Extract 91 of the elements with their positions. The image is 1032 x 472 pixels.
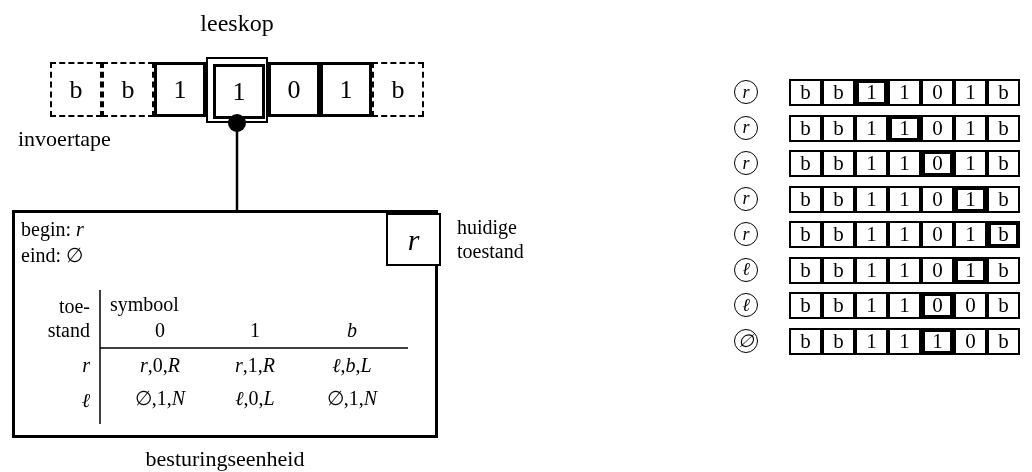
tape-cell: b [987, 185, 1020, 213]
table-entry: r,1,R [235, 353, 275, 377]
state-circle: r [734, 80, 758, 104]
tape-cell: b [789, 256, 822, 284]
tape-cell: 1 [954, 256, 987, 284]
tape-cell: b [987, 256, 1020, 284]
tape-cell: 1 [888, 256, 921, 284]
tape-cell: 1 [888, 185, 921, 213]
table-entry: ∅,1,N [134, 386, 186, 410]
tape-cell: 1 [888, 292, 921, 319]
tape-cell: 1 [855, 327, 888, 355]
state-circle: ∅ [734, 328, 758, 353]
tape-cell: b [789, 114, 822, 142]
tape-cell: b [822, 185, 855, 213]
tape-cell: 0 [921, 256, 954, 284]
tape-cell: b [372, 62, 424, 117]
tape-cell: 0 [268, 62, 320, 117]
tape-cell: b [987, 79, 1020, 106]
tape-cell: b [822, 327, 855, 355]
tape-cell: b [987, 221, 1020, 248]
tape-cell: 1 [888, 114, 921, 142]
tape-cell: 1 [954, 185, 987, 213]
state-circle: r [734, 186, 758, 211]
tape-cell: 1 [954, 114, 987, 142]
tape-cell: 1 [154, 62, 206, 117]
tape-cell: b [987, 150, 1020, 177]
tape-cell: 1 [888, 327, 921, 355]
state-circle: ℓ [734, 293, 758, 317]
state-circle: r [734, 222, 758, 246]
tape-cell: 1 [855, 256, 888, 284]
tape-cell: 1 [954, 221, 987, 248]
tape-cell: 1 [888, 79, 921, 106]
tape-cell: 1 [855, 79, 888, 106]
tape-cell: b [822, 256, 855, 284]
tape-cell: 1 [888, 221, 921, 248]
tape-cell: 0 [954, 292, 987, 319]
tape-cell: b [822, 114, 855, 142]
tape-cell: b [102, 62, 154, 117]
tape-cell: b [987, 327, 1020, 355]
tape-cell: 1 [855, 150, 888, 177]
tape-cell: 0 [921, 221, 954, 248]
tape-cell: b [789, 150, 822, 177]
table-header: 0 [155, 318, 165, 342]
state-circle: r [734, 151, 758, 175]
table-entry: ∅,1,N [326, 386, 378, 410]
tape-cell: b [987, 292, 1020, 319]
state-circle: r [734, 115, 758, 140]
table-entry: r,0,R [140, 353, 180, 377]
tape-cell: 1 [921, 327, 954, 355]
tape-cell: 1 [855, 221, 888, 248]
tape-cell: 1 [855, 114, 888, 142]
table-entry: ℓ,0,L [235, 386, 275, 410]
tape-cell: b [822, 221, 855, 248]
tape-cell: 0 [921, 292, 954, 319]
connector-line [228, 114, 246, 210]
tape-cell: b [789, 79, 822, 106]
state-caption: huidige toestand [457, 215, 525, 263]
tape-cell: b [789, 292, 822, 319]
column-heading: toe- stand [46, 294, 90, 342]
tape-cell: 1 [954, 150, 987, 177]
tape-cell: 1 [855, 292, 888, 319]
tape-cell: b [987, 114, 1020, 142]
tape-cell: 1 [888, 150, 921, 177]
tape-cell: b [822, 292, 855, 319]
row-heading: r [81, 353, 90, 377]
tape-cell: 1 [320, 62, 372, 117]
tape-cell: 0 [921, 150, 954, 177]
tape-cell: 0 [954, 327, 987, 355]
tape-cell: 0 [921, 185, 954, 213]
state-circle: ℓ [734, 257, 758, 282]
tape-cell: 0 [921, 114, 954, 142]
tape-cell: 1 [213, 64, 265, 119]
tape-cell: b [789, 185, 822, 213]
tape-cell: 1 [954, 79, 987, 106]
column-heading: symbool [110, 292, 179, 316]
tape-cell: b [789, 221, 822, 248]
tape-cell: 0 [921, 79, 954, 106]
control-unit-text: eind: ∅ [21, 243, 83, 267]
table-entry: ℓ,b,L [332, 353, 372, 377]
tape-cell: b [789, 327, 822, 355]
tape-cell: 1 [855, 185, 888, 213]
unit-caption: besturingseenheid [145, 447, 305, 471]
tape-cell: b [50, 62, 102, 117]
table-header: 1 [250, 318, 260, 342]
tape-cell: b [822, 79, 855, 106]
tape-caption: invoertape [18, 127, 111, 151]
control-unit-text: begin: r [21, 217, 84, 241]
table-header: b [347, 318, 357, 342]
tape-cell: b [822, 150, 855, 177]
read-head-label: leeskop [200, 11, 274, 35]
row-heading: ℓ [80, 388, 90, 412]
